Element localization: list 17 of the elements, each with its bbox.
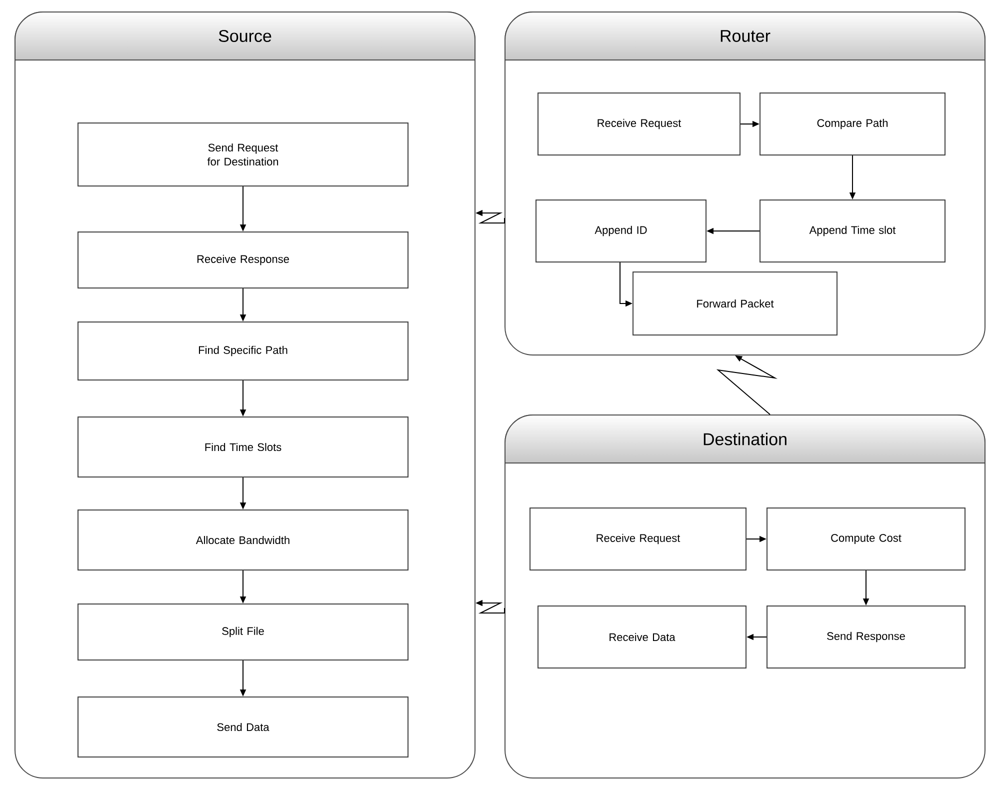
process-box: Receive Request <box>538 92 740 156</box>
process-box: Allocate Bandwidth <box>78 510 408 570</box>
process-box: Receive Request <box>530 508 746 570</box>
process-box: Compare Path <box>760 92 946 156</box>
process-box: Split File <box>78 604 408 660</box>
process-box: Append Time slot <box>760 200 946 262</box>
process-box: Append ID <box>536 200 706 262</box>
process-box: Compute Cost <box>766 508 966 570</box>
arrow <box>716 356 778 415</box>
process-box: Receive Response <box>78 232 408 288</box>
process-box: Send Request for Destination <box>78 122 408 186</box>
process-box: Forward Packet <box>632 272 838 336</box>
process-box: Find Time Slots <box>78 416 408 478</box>
process-box: Find Specific Path <box>78 322 408 380</box>
process-box: Send Response <box>766 606 966 668</box>
process-box: Receive Data <box>538 606 746 668</box>
process-box: Send Data <box>78 696 408 758</box>
